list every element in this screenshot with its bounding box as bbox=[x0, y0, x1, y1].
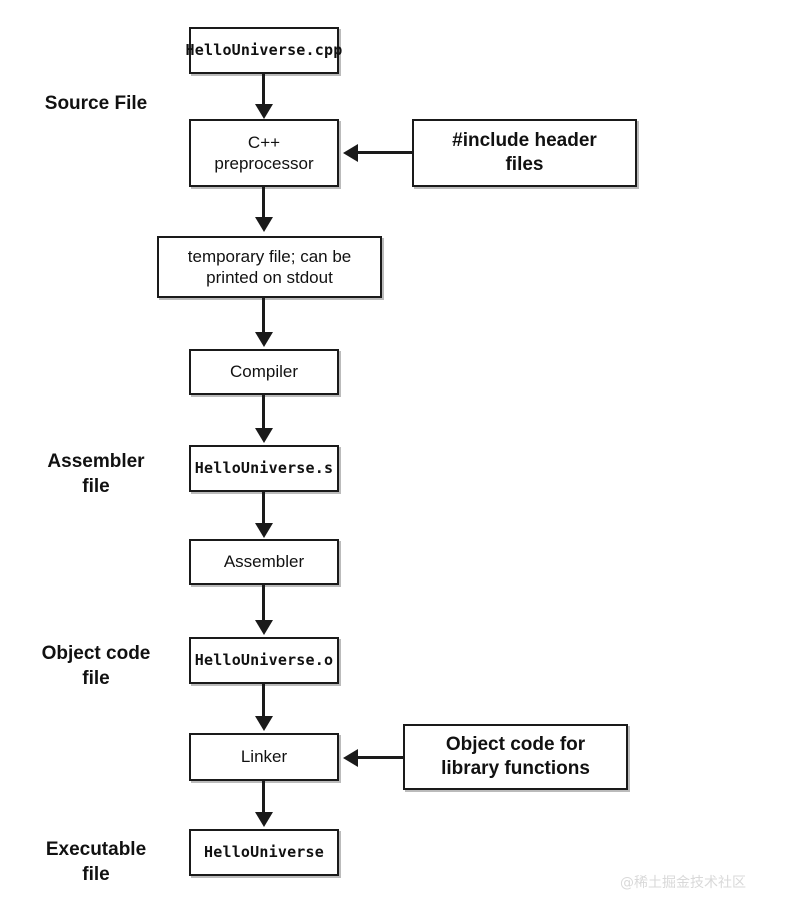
edge-preprocessor-to-temp-line bbox=[262, 187, 265, 219]
edge-include-to-preprocessor-arrowhead bbox=[343, 144, 358, 162]
node-object-code-library-label: Object code for library functions bbox=[441, 734, 590, 779]
edge-preprocessor-to-temp-arrowhead bbox=[255, 217, 273, 232]
edge-library-to-linker-line bbox=[358, 756, 405, 759]
edge-linker-to-executable-arrowhead bbox=[255, 812, 273, 827]
node-hellouniverse-cpp-label: HelloUniverse.cpp bbox=[185, 41, 343, 60]
node-compiler-label: Compiler bbox=[229, 362, 299, 382]
edge-temp-to-compiler-arrowhead bbox=[255, 332, 273, 347]
node-hellouniverse-s-label: HelloUniverse.s bbox=[194, 459, 334, 478]
edge-library-to-linker-arrowhead bbox=[343, 749, 358, 767]
node-assembler-label: Assembler bbox=[223, 552, 305, 572]
node-object-code-library[interactable]: Object code for library functions bbox=[403, 724, 628, 790]
edge-compiler-to-s-arrowhead bbox=[255, 428, 273, 443]
edge-cpp-to-preprocessor-line bbox=[262, 74, 265, 106]
node-hellouniverse-cpp[interactable]: HelloUniverse.cpp bbox=[186, 27, 342, 74]
edge-o-to-linker-line bbox=[262, 684, 265, 718]
edge-assembler-to-o-arrowhead bbox=[255, 620, 273, 635]
watermark-text: @稀土掘金技术社区 bbox=[620, 875, 746, 891]
node-hellouniverse-o[interactable]: HelloUniverse.o bbox=[189, 637, 339, 684]
edge-cpp-to-preprocessor-arrowhead bbox=[255, 104, 273, 119]
node-include-header-files-label: #include header files bbox=[452, 130, 597, 175]
stage-label-source-file: Source File bbox=[44, 93, 148, 114]
node-compiler[interactable]: Compiler bbox=[189, 349, 339, 395]
node-assembler[interactable]: Assembler bbox=[189, 539, 339, 585]
edge-s-to-assembler-line bbox=[262, 492, 265, 525]
node-cpp-preprocessor[interactable]: C++ preprocessor bbox=[189, 119, 339, 187]
node-hellouniverse-label: HelloUniverse bbox=[204, 843, 324, 862]
stage-label-executable-file: Executable file bbox=[45, 839, 147, 885]
edge-assembler-to-o-line bbox=[262, 585, 265, 622]
edge-o-to-linker-arrowhead bbox=[255, 716, 273, 731]
edge-s-to-assembler-arrowhead bbox=[255, 523, 273, 538]
node-linker-label: Linker bbox=[240, 747, 288, 767]
node-linker[interactable]: Linker bbox=[189, 733, 339, 781]
node-temporary-file-label: temporary file; can be printed on stdout bbox=[187, 246, 352, 287]
edge-temp-to-compiler-line bbox=[262, 298, 265, 334]
node-hellouniverse-s[interactable]: HelloUniverse.s bbox=[189, 445, 339, 492]
stage-label-object-code-file: Object code file bbox=[41, 643, 151, 689]
node-temporary-file[interactable]: temporary file; can be printed on stdout bbox=[157, 236, 382, 298]
edge-include-to-preprocessor-line bbox=[358, 151, 414, 154]
node-hellouniverse[interactable]: HelloUniverse bbox=[189, 829, 339, 876]
node-cpp-preprocessor-label: C++ preprocessor bbox=[214, 132, 314, 173]
node-include-header-files[interactable]: #include header files bbox=[412, 119, 637, 187]
edge-linker-to-executable-line bbox=[262, 781, 265, 814]
edge-compiler-to-s-line bbox=[262, 395, 265, 430]
stage-label-assembler-file: Assembler file bbox=[47, 451, 145, 497]
node-hellouniverse-o-label: HelloUniverse.o bbox=[194, 651, 334, 670]
